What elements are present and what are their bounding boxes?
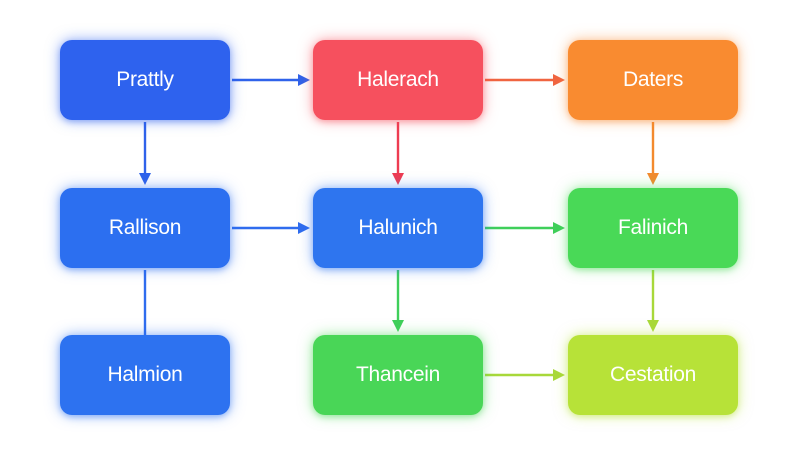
connector-daters-to-falinich [647,122,659,185]
arrowhead-icon [647,173,659,185]
connector-thancein-to-cestation [485,369,565,381]
connector-prattly-to-halerach [232,74,310,86]
arrowhead-icon [139,173,151,185]
node-halmion: Halmion [60,335,230,415]
node-label: Halerach [357,68,439,91]
node-halerach: Halerach [313,40,483,120]
connector-halunich-to-falinich [485,222,565,234]
node-prattly: Prattly [60,40,230,120]
arrowhead-icon [553,74,565,86]
node-daters: Daters [568,40,738,120]
connector-falinich-to-cestation [647,270,659,332]
node-label: Thancein [356,363,440,386]
node-label: Falinich [618,216,688,239]
connector-halunich-to-thancein [392,270,404,332]
arrowhead-icon [553,369,565,381]
node-label: Halmion [107,363,183,386]
node-label: Halunich [358,216,438,239]
connector-prattly-to-rallison [139,122,151,185]
node-falinich: Falinich [568,188,738,268]
connector-halerach-to-daters [485,74,565,86]
arrowhead-icon [392,173,404,185]
node-label: Cestation [609,363,697,386]
connector-rallison-to-halunich [232,222,310,234]
node-label: Rallison [108,216,182,239]
arrowhead-icon [298,222,310,234]
node-cestation: Cestation [568,335,738,415]
arrowhead-icon [298,74,310,86]
connector-halerach-to-halunich [392,122,404,185]
node-label: Daters [622,68,684,91]
node-label: Prattly [116,68,174,91]
arrowhead-icon [392,320,404,332]
arrowhead-icon [647,320,659,332]
node-rallison: Rallison [60,188,230,268]
arrowhead-icon [553,222,565,234]
node-thancein: Thancein [313,335,483,415]
node-halunich: Halunich [313,188,483,268]
